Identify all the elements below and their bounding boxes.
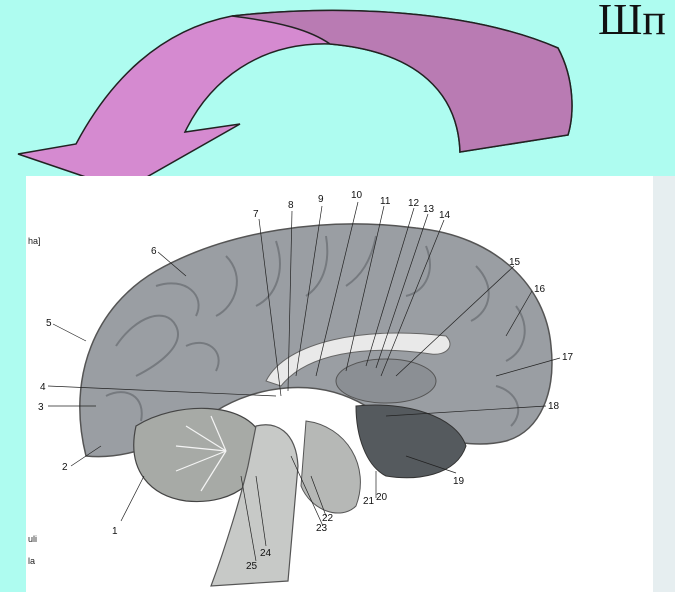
label-13: 13: [423, 204, 435, 215]
label-7: 7: [253, 209, 259, 220]
label-14: 14: [439, 210, 451, 221]
label-9: 9: [318, 194, 324, 205]
label-20: 20: [376, 492, 388, 503]
label-2: 2: [62, 462, 68, 473]
label-23: 23: [316, 523, 328, 534]
label-11: 11: [380, 196, 391, 207]
label-3: 3: [38, 402, 44, 413]
label-15: 15: [509, 257, 521, 268]
label-4: 4: [40, 382, 46, 393]
label-5: 5: [46, 318, 52, 329]
label-12: 12: [408, 198, 420, 209]
label-24: 24: [260, 548, 272, 559]
curved-arrow-icon: [0, 0, 675, 200]
brain-figure: ha] uli la: [26, 176, 675, 592]
page-edge: [653, 176, 675, 592]
label-8: 8: [288, 200, 294, 211]
label-16: 16: [534, 284, 546, 295]
label-25: 25: [246, 561, 258, 572]
label-10: 10: [351, 190, 363, 201]
label-19: 19: [453, 476, 465, 487]
brain-diagram: 1 2 3 4 5 6 7 8 9 10 11 12 13 14 15 16 1…: [26, 176, 675, 592]
label-18: 18: [548, 401, 560, 412]
label-6: 6: [151, 246, 157, 257]
label-1: 1: [112, 526, 118, 537]
label-17: 17: [562, 352, 574, 363]
label-21: 21: [363, 496, 375, 507]
